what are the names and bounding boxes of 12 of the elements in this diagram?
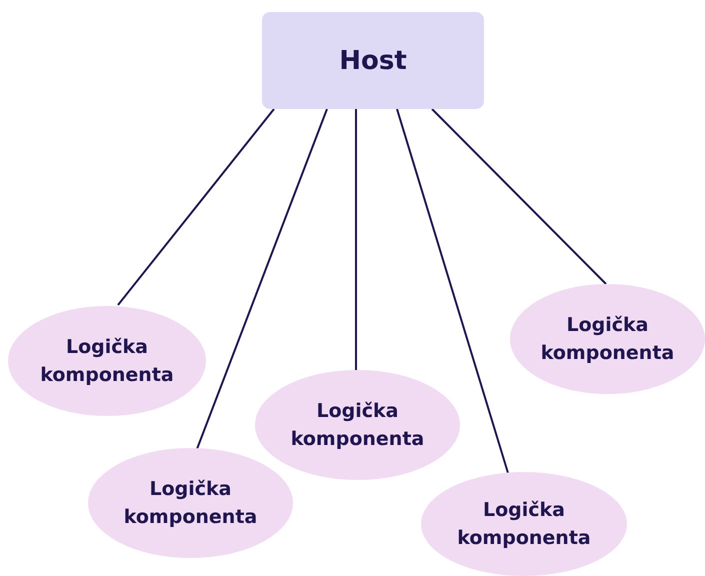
host-label: Host (339, 46, 407, 76)
connector-line (196, 108, 328, 450)
component-label: Logička komponenta (290, 398, 426, 452)
component-label: Logička komponenta (456, 498, 592, 551)
component-label: Logička komponenta (39, 334, 175, 388)
connector-line (396, 108, 509, 474)
connector-line (431, 108, 607, 285)
connector-line (117, 108, 275, 306)
host-box (262, 12, 484, 109)
connector-line (355, 109, 357, 370)
component-label: Logička komponenta (540, 312, 676, 366)
component-label: Logička komponenta (122, 476, 258, 530)
